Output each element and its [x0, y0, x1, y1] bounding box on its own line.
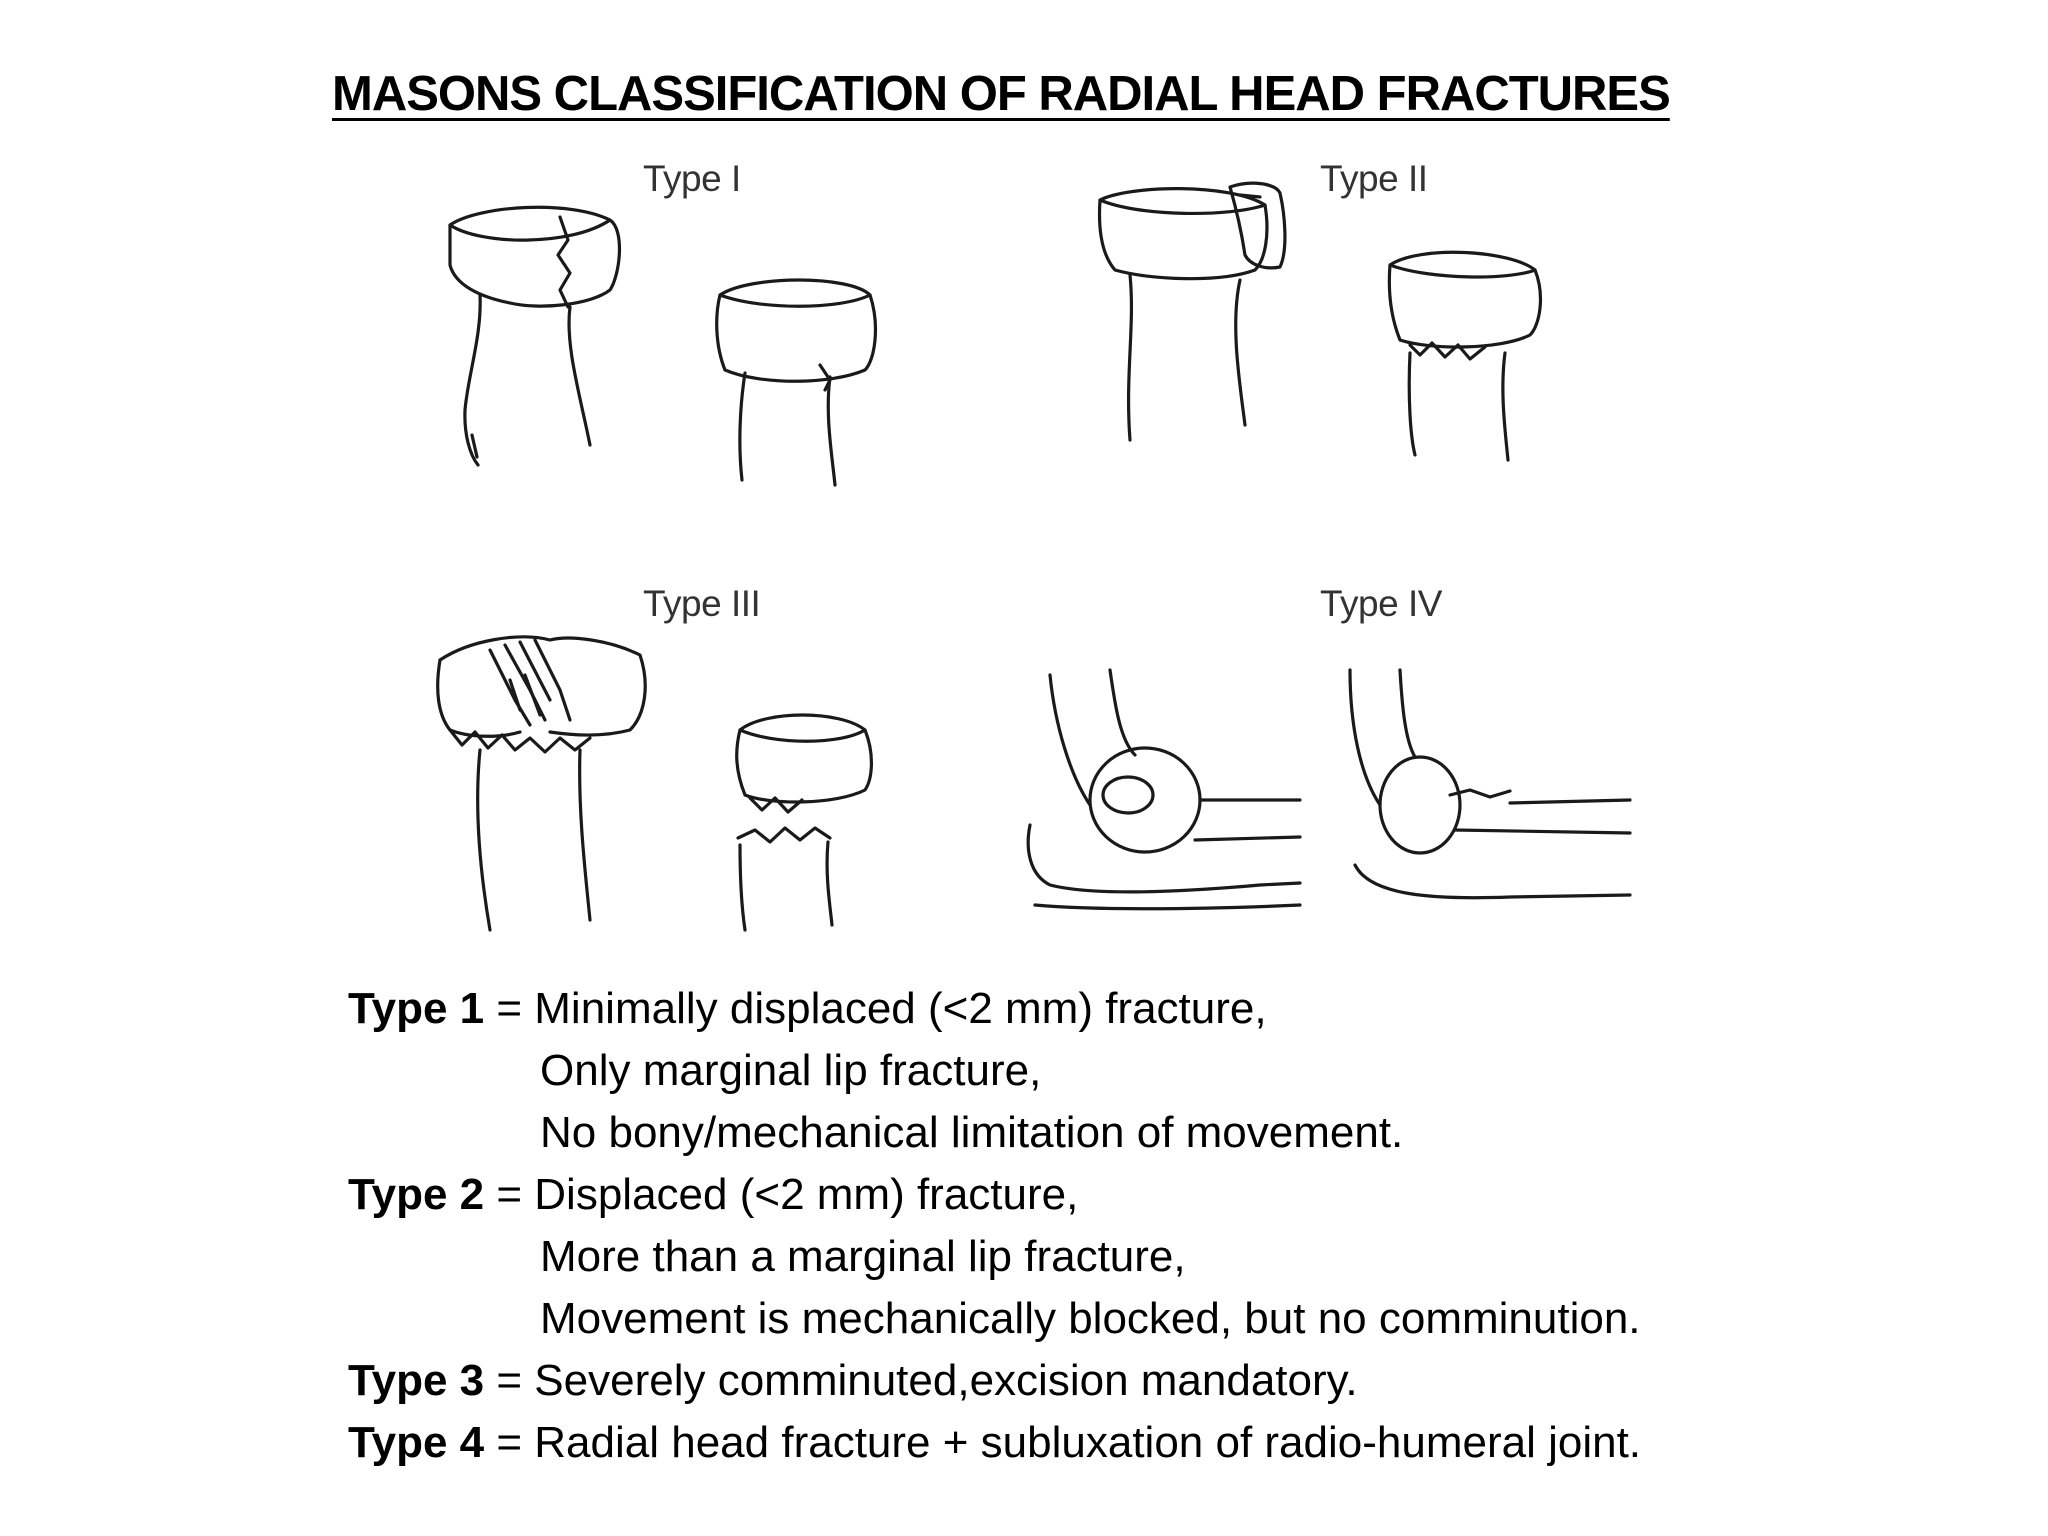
- legend-type-1-line-3: No bony/mechanical limitation of movemen…: [540, 1108, 1404, 1157]
- legend-type-4-desc: Radial head fracture + subluxation of ra…: [534, 1418, 1642, 1467]
- legend-type-1-line-2: Only marginal lip fracture,: [540, 1046, 1042, 1095]
- type-1-illustration: [420, 195, 900, 495]
- legend-type-2-line-1: Type 2 = Displaced (<2 mm) fracture,: [348, 1170, 1079, 1219]
- panel-label-type-2: Type II: [1320, 158, 1428, 199]
- legend-type-3-desc: Severely comminuted,excision mandatory.: [534, 1356, 1358, 1405]
- legend-type-3-line-1: Type 3 = Severely comminuted,excision ma…: [348, 1356, 1358, 1405]
- legend-type-1-line-1: Type 1 = Minimally displaced (<2 mm) fra…: [348, 984, 1267, 1033]
- panel-label-type-4: Type IV: [1320, 583, 1442, 624]
- type-2-illustration: [1090, 175, 1570, 475]
- classification-legend: Type 1 = Minimally displaced (<2 mm) fra…: [348, 978, 1641, 1474]
- panel-label-type-1: Type I: [643, 158, 741, 199]
- legend-type-2-line-3: Movement is mechanically blocked, but no…: [540, 1294, 1641, 1343]
- legend-type-2-line-2: More than a marginal lip fracture,: [540, 1232, 1186, 1281]
- legend-type-2-desc: Displaced (<2 mm) fracture,: [534, 1170, 1079, 1219]
- legend-type-1-desc: Minimally displaced (<2 mm) fracture,: [534, 984, 1267, 1033]
- panel-label-type-3: Type III: [643, 583, 761, 624]
- legend-type-4-line-1: Type 4 = Radial head fracture + subluxat…: [348, 1418, 1642, 1467]
- legend-type-2-term: Type 2: [348, 1170, 485, 1219]
- type-4-illustration: [1010, 665, 1650, 925]
- legend-type-1-term: Type 1: [348, 984, 485, 1033]
- legend-type-3-term: Type 3: [348, 1356, 485, 1405]
- page-title: MASONS CLASSIFICATION OF RADIAL HEAD FRA…: [332, 67, 1671, 121]
- legend-type-4-term: Type 4: [348, 1418, 485, 1467]
- type-3-illustration: [420, 620, 900, 940]
